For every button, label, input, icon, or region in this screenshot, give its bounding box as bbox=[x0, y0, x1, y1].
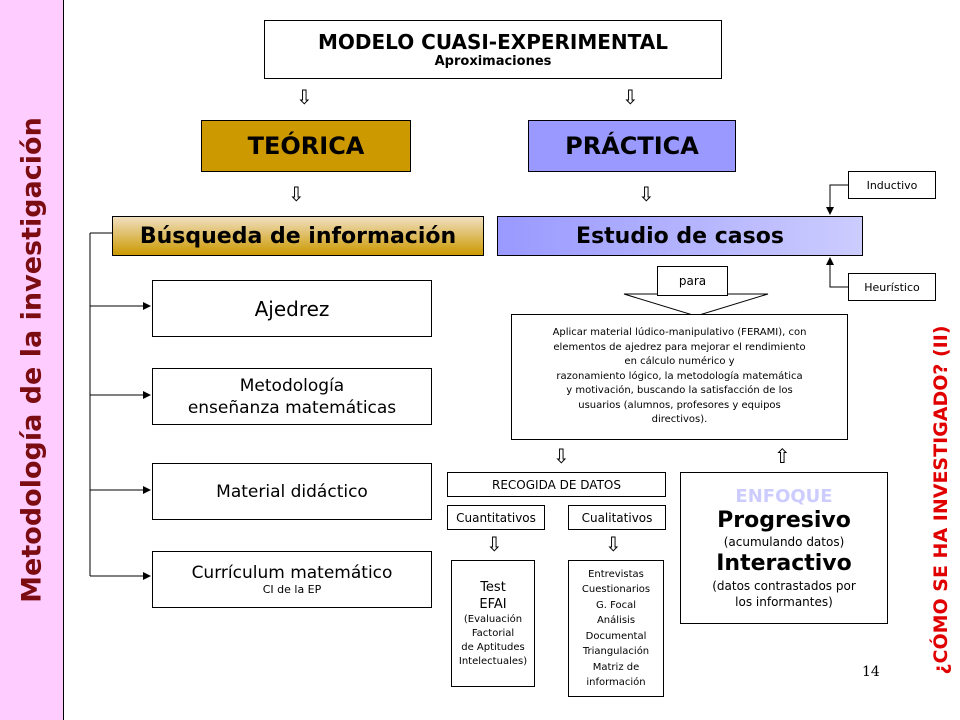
heuristico-box: Heurístico bbox=[848, 273, 936, 301]
test-line: Factorial bbox=[471, 627, 515, 639]
inductivo-box: Inductivo bbox=[848, 171, 936, 199]
aplicar-box: Aplicar material lúdico-manipulativo (FE… bbox=[511, 314, 848, 440]
entrevistas-line: Documental bbox=[585, 630, 647, 642]
enfoque-progresivo: Progresivo bbox=[717, 508, 851, 533]
entrevistas-line: Entrevistas bbox=[588, 568, 644, 580]
estudio-box: Estudio de casos bbox=[497, 216, 863, 256]
teorica-box: TEÓRICA bbox=[201, 120, 411, 172]
entrevistas-box: Entrevistas Cuestionarios G. Focal Análi… bbox=[568, 560, 664, 697]
arrow-down-icon: ⇩ bbox=[288, 182, 305, 206]
enfoque-title: ENFOQUE bbox=[735, 486, 833, 507]
aplicar-line: elementos de ajedrez para mejorar el ren… bbox=[553, 341, 806, 353]
aplicar-line: y motivación, buscando la satisfacción d… bbox=[566, 385, 793, 397]
aplicar-line: directivos). bbox=[651, 414, 708, 426]
ajedrez-label: Ajedrez bbox=[254, 296, 330, 321]
sidebar: Metodología de la investigación bbox=[0, 0, 64, 720]
model-subtitle: Aproximaciones bbox=[434, 54, 552, 69]
material-box: Material didáctico bbox=[152, 463, 432, 520]
curriculum-box: Currículum matemático CI de la EP bbox=[152, 551, 432, 608]
cualitativos-box: Cualitativos bbox=[568, 505, 666, 530]
model-title: MODELO CUASI-EXPERIMENTAL bbox=[318, 30, 668, 54]
arrow-down-icon: ⇩ bbox=[296, 85, 313, 109]
test-line: (Evaluación bbox=[463, 613, 523, 625]
enfoque-progresivo-sub: (acumulando datos) bbox=[723, 535, 845, 549]
para-funnel bbox=[623, 293, 769, 317]
test-line: EFAI bbox=[479, 596, 507, 612]
inductivo-arrow bbox=[826, 184, 848, 215]
aplicar-line: usuarios (alumnos, profesores y equipos bbox=[578, 399, 781, 411]
arrow-up-icon: ⇧ bbox=[774, 444, 791, 468]
arrow-down-icon: ⇩ bbox=[605, 532, 622, 556]
practica-box: PRÁCTICA bbox=[528, 120, 736, 172]
entrevistas-line: Matriz de bbox=[592, 661, 640, 673]
material-label: Material didáctico bbox=[216, 481, 368, 502]
test-line: de Aptitudes bbox=[461, 641, 525, 653]
enfoque-interactivo-sub: los informantes) bbox=[735, 595, 833, 609]
model-header: MODELO CUASI-EXPERIMENTAL Aproximaciones bbox=[264, 20, 722, 79]
ajedrez-box: Ajedrez bbox=[152, 280, 432, 337]
metodologia-line2: enseñanza matemáticas bbox=[187, 397, 397, 418]
entrevistas-line: G. Focal bbox=[595, 599, 637, 611]
page-number: 14 bbox=[862, 664, 880, 680]
arrow-down-icon: ⇩ bbox=[486, 532, 503, 556]
recogida-box: RECOGIDA DE DATOS bbox=[447, 472, 666, 497]
metodologia-line1: Metodología bbox=[239, 375, 345, 396]
entrevistas-line: Triangulación bbox=[582, 646, 650, 657]
test-line: Test bbox=[480, 579, 506, 595]
cuantitativos-box: Cuantitativos bbox=[447, 505, 545, 530]
enfoque-interactivo: Interactivo bbox=[716, 551, 852, 576]
busqueda-box: Búsqueda de información bbox=[112, 216, 484, 256]
arrow-down-icon: ⇩ bbox=[638, 182, 655, 206]
arrow-down-icon: ⇩ bbox=[553, 444, 570, 468]
entrevistas-line: Análisis bbox=[596, 615, 636, 626]
aplicar-line: razonamiento lógico, la metodología mate… bbox=[556, 370, 803, 382]
entrevistas-line: información bbox=[586, 677, 646, 688]
test-line: Intelectuales) bbox=[458, 655, 528, 667]
enfoque-box: ENFOQUE Progresivo (acumulando datos) In… bbox=[680, 472, 888, 624]
heuristico-arrow bbox=[826, 257, 848, 288]
curriculum-line2: CI de la EP bbox=[262, 583, 322, 596]
curriculum-line1: Currículum matemático bbox=[191, 563, 393, 583]
metodologia-box: Metodología enseñanza matemáticas bbox=[152, 368, 432, 425]
test-box: Test EFAI (Evaluación Factorial de Aptit… bbox=[451, 560, 535, 687]
aplicar-line: Aplicar material lúdico-manipulativo (FE… bbox=[552, 327, 807, 339]
enfoque-interactivo-sub: (datos contrastados por bbox=[712, 579, 856, 593]
arrow-down-icon: ⇩ bbox=[622, 85, 639, 109]
para-box: para bbox=[657, 266, 728, 296]
entrevistas-line: Cuestionarios bbox=[581, 584, 651, 595]
aplicar-line: en cálculo numérico y bbox=[624, 356, 735, 368]
